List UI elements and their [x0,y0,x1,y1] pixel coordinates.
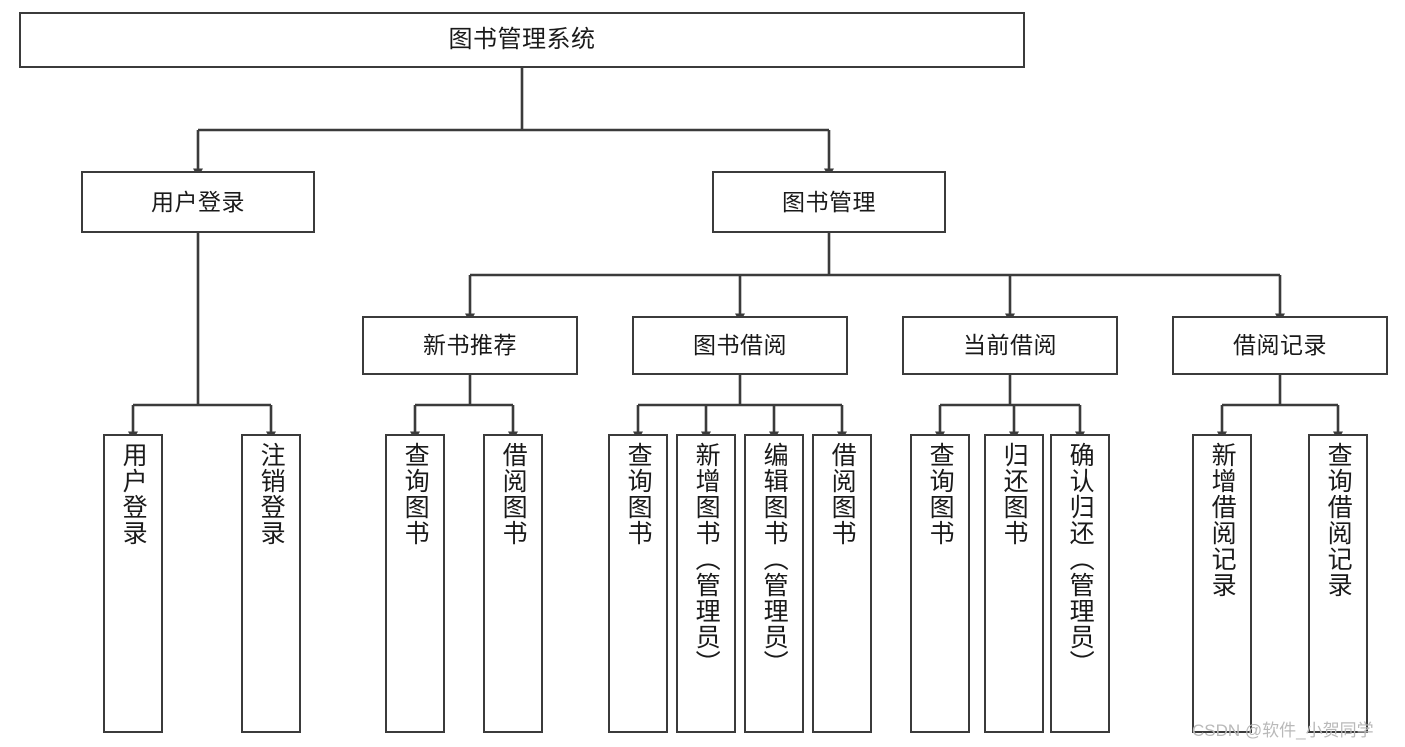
node-leaf-rec-query[interactable]: 查询图书 [385,434,445,733]
node-label: 注销登录 [257,442,286,546]
node-label: 新书推荐 [423,332,517,359]
node-label: 用户登录 [151,188,245,215]
node-label: 查询图书 [926,442,955,546]
node-label: 借阅记录 [1233,332,1327,359]
node-leaf-brw-add[interactable]: 新增图书（管理员） [676,434,736,733]
node-label: 借阅图书 [828,442,857,546]
node-label: 图书管理 [782,188,876,215]
node-leaf-cur-return[interactable]: 归还图书 [984,434,1044,733]
node-label: 当前借阅 [963,332,1057,359]
node-leaf-user-login[interactable]: 用户登录 [103,434,163,733]
node-root[interactable]: 图书管理系统 [19,12,1025,68]
node-user-login[interactable]: 用户登录 [81,171,315,233]
watermark-csdn: CSDN @软件_小贺同学 [1192,721,1374,740]
node-leaf-cur-confirm[interactable]: 确认归还（管理员） [1050,434,1110,733]
node-leaf-brw-edit[interactable]: 编辑图书（管理员） [744,434,804,733]
node-leaf-rcd-add[interactable]: 新增借阅记录 [1192,434,1252,733]
node-leaf-user-logout[interactable]: 注销登录 [241,434,301,733]
node-leaf-cur-query[interactable]: 查询图书 [910,434,970,733]
node-label: 用户登录 [119,442,148,546]
node-label: 新增借阅记录 [1208,442,1237,598]
node-label: 查询图书 [401,442,430,546]
node-label: 归还图书 [1000,442,1029,546]
node-book-manage[interactable]: 图书管理 [712,171,946,233]
node-leaf-brw-borrow[interactable]: 借阅图书 [812,434,872,733]
node-leaf-rec-borrow[interactable]: 借阅图书 [483,434,543,733]
node-borrow-record[interactable]: 借阅记录 [1172,316,1388,375]
node-label: 编辑图书（管理员） [760,442,789,676]
node-label: 图书管理系统 [448,26,596,54]
node-label: 借阅图书 [499,442,528,546]
node-label: 新增图书（管理员） [692,442,721,676]
node-new-book-rec[interactable]: 新书推荐 [362,316,578,375]
node-label: 查询图书 [624,442,653,546]
node-label: 查询借阅记录 [1324,442,1353,598]
node-leaf-rcd-query[interactable]: 查询借阅记录 [1308,434,1368,733]
node-label: 确认归还（管理员） [1066,442,1095,676]
node-book-borrow[interactable]: 图书借阅 [632,316,848,375]
node-label: 图书借阅 [693,332,787,359]
node-leaf-brw-query[interactable]: 查询图书 [608,434,668,733]
node-current-borrow[interactable]: 当前借阅 [902,316,1118,375]
